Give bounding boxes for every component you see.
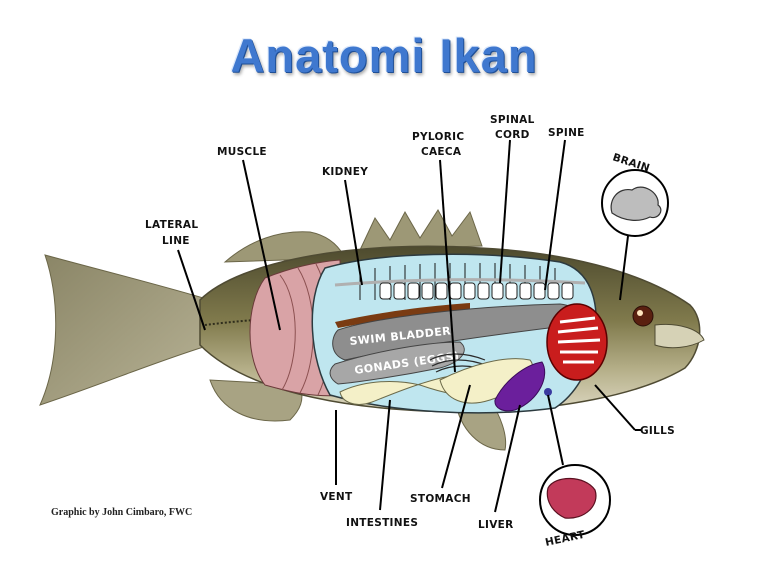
pyloric-caeca-label-2: CAECA [421, 146, 462, 158]
liver [494, 361, 546, 412]
spinal-cord [334, 277, 586, 287]
spine-leader [544, 139, 566, 291]
spinal-cord-leader [499, 139, 511, 284]
stomach-leader [441, 384, 471, 489]
spinal-cord-label-1: SPINAL [490, 114, 535, 126]
spinal-cord-label-2: CORD [495, 129, 530, 141]
intestines-leader [379, 399, 391, 511]
stomach-label: STOMACH [410, 493, 471, 505]
diagram-title: Anatomi Ikan [230, 29, 538, 82]
heart-position-dot [544, 388, 552, 396]
heart-leader [547, 394, 564, 466]
gonads [329, 341, 465, 385]
gills-leader [594, 384, 636, 431]
kidney-leader [344, 179, 363, 286]
fish-eye [632, 305, 654, 327]
gills [546, 303, 608, 381]
lateral-line-label-1: LATERAL [145, 219, 198, 231]
pyloric-caeca-leader [439, 159, 456, 373]
dorsal-fin-spiny [359, 209, 483, 251]
tail-fin [39, 254, 211, 406]
vertebrae [379, 282, 574, 300]
spine-label: SPINE [548, 127, 585, 139]
eye-highlight [637, 310, 643, 316]
brain-leader [619, 235, 629, 301]
lateral-line-leader [177, 249, 206, 331]
pyloric-caeca-label-1: PYLORIC [412, 131, 464, 143]
lateral-line-label-2: LINE [162, 235, 190, 247]
kidney-label: KIDNEY [322, 166, 368, 178]
brain-icon [610, 186, 662, 221]
muscle-leader [242, 159, 281, 331]
heart-icon [546, 477, 597, 519]
liver-leader [494, 404, 521, 513]
vent-label: VENT [320, 491, 353, 503]
liver-label: LIVER [478, 519, 513, 531]
graphic-credit: Graphic by John Cimbaro, FWC [51, 507, 193, 518]
gills-label: GILLS [640, 425, 675, 437]
intestines-label: INTESTINES [346, 517, 418, 529]
muscle-label: MUSCLE [217, 146, 267, 158]
mouth [654, 323, 705, 349]
heart-label: HEART [544, 529, 587, 549]
